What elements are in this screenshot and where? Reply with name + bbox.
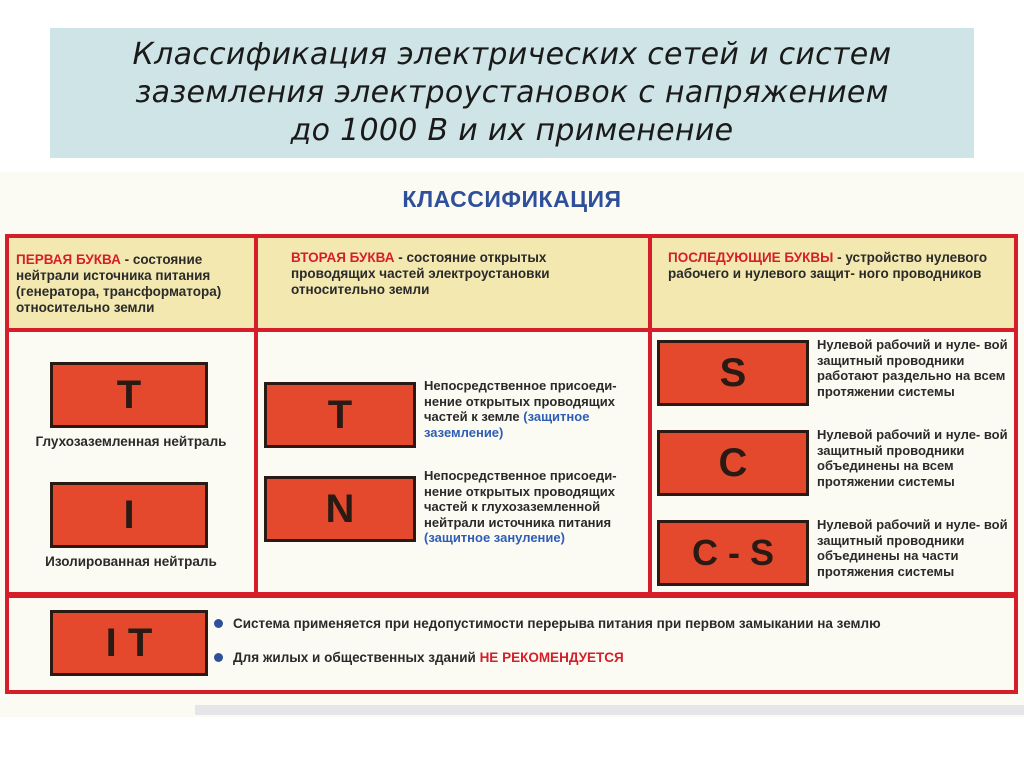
letter-box-T-neutral: T <box>50 362 208 428</box>
letter-box-C-S: C - S <box>657 520 809 586</box>
header-next-letters <box>648 234 1018 332</box>
it-bullet-2: Для жилых и общественных зданий НЕ РЕКОМ… <box>214 650 1014 665</box>
caption-grounded-neutral: Глухозаземленная нейтраль <box>35 434 227 449</box>
it-bullet-1: Система применяется при недопустимости п… <box>214 616 1014 631</box>
desc-protective-grounding: Непосредственное присоеди- нение открыты… <box>424 378 617 440</box>
desc-S: Нулевой рабочий и нуле- вой защитный про… <box>817 337 1008 399</box>
it-system-row <box>5 594 1018 694</box>
second-letter-cell <box>254 328 652 596</box>
slide-title: Классификация электрических сетей и сист… <box>133 36 892 150</box>
letter-box-C: C <box>657 430 809 496</box>
classification-poster: КЛАССИФИКАЦИЯ ПЕРВАЯ БУКВА - состояние н… <box>0 172 1024 717</box>
title-line-3: до 1000 В и их применение <box>290 113 734 148</box>
desc-protective-neutralling: Непосредственное присоеди- нение открыты… <box>424 468 617 545</box>
letter-box-N-parts: N <box>264 476 416 542</box>
header-second-letter <box>254 234 652 332</box>
letter-box-S: S <box>657 340 809 406</box>
poster-bottom-edge <box>195 705 1024 715</box>
title-line-1: Классификация электрических сетей и сист… <box>132 37 892 72</box>
bullet-dot-icon <box>214 619 223 628</box>
letter-box-I-neutral: I <box>50 482 208 548</box>
header-first-text: ПЕРВАЯ БУКВА - состояние нейтрали источн… <box>16 252 222 315</box>
title-line-2: заземления электроустановок с напряжение… <box>135 75 889 110</box>
letter-box-T-parts: T <box>264 382 416 448</box>
header-next-text: ПОСЛЕДУЮЩИЕ БУКВЫ - устройство нулевого … <box>668 250 988 281</box>
letter-box-IT: I T <box>50 610 208 676</box>
desc-C-S: Нулевой рабочий и нуле- вой защитный про… <box>817 517 1008 579</box>
slide-title-box: Классификация электрических сетей и сист… <box>50 28 974 158</box>
bullet-dot-icon <box>214 653 223 662</box>
header-second-text: ВТОРАЯ БУКВА - состояние открытых провод… <box>291 250 550 297</box>
caption-isolated-neutral: Изолированная нейтраль <box>45 554 217 569</box>
poster-heading: КЛАССИФИКАЦИЯ <box>402 186 622 212</box>
desc-C: Нулевой рабочий и нуле- вой защитный про… <box>817 427 1008 489</box>
